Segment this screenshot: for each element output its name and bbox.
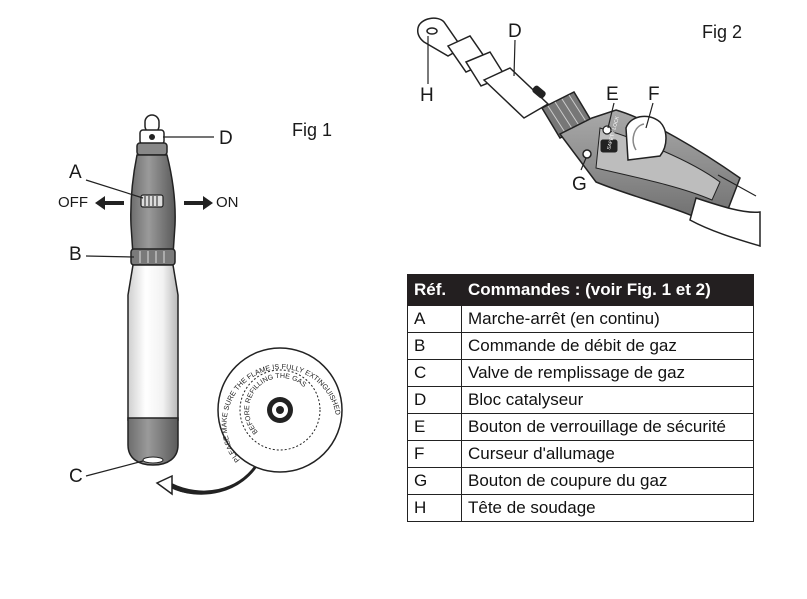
header-controls: Commandes : (voir Fig. 1 et 2): [461, 274, 754, 306]
fig2-drawing: SAFETY LOCK: [417, 17, 761, 248]
row-ref: E: [407, 413, 462, 441]
curved-arrow: [168, 460, 263, 496]
fig2-title: Fig 2: [702, 22, 743, 42]
row-ref: A: [407, 305, 462, 333]
fig2-label-d: D: [508, 21, 522, 42]
fig2-label-f: F: [648, 84, 660, 105]
row-ref: F: [407, 440, 462, 468]
row-ref: D: [407, 386, 462, 414]
gas-flow-ring: [130, 248, 176, 266]
catalyst-tip: [136, 114, 168, 156]
row-description: Bouton de coupure du gaz: [461, 467, 754, 495]
row-description: Tête de soudage: [461, 494, 754, 522]
bottom-cap: [127, 417, 179, 466]
row-ref: B: [407, 332, 462, 360]
table-header-row: Réf. Commandes : (voir Fig. 1 et 2): [407, 274, 754, 306]
on-label: ON: [216, 194, 239, 211]
off-label: OFF: [58, 194, 88, 211]
header-ref: Réf.: [407, 274, 462, 306]
main-body: [127, 264, 179, 421]
on-off-switch: [140, 194, 164, 208]
fig2-label-g: G: [572, 174, 587, 195]
row-description: Bloc catalyseur: [461, 386, 754, 414]
fig2-label-h: H: [420, 85, 434, 106]
fig1-label-a: A: [69, 162, 82, 183]
row-description: Commande de débit de gaz: [461, 332, 754, 360]
fig2-label-e: E: [606, 84, 619, 105]
row-description: Valve de remplissage de gaz: [461, 359, 754, 387]
fig1-title: Fig 1: [292, 120, 333, 140]
row-description: Bouton de verrouillage de sécurité: [461, 413, 754, 441]
row-ref: G: [407, 467, 462, 495]
on-arrow: [184, 196, 213, 210]
row-ref: H: [407, 494, 462, 522]
fig1-label-c: C: [69, 466, 83, 487]
row-ref: C: [407, 359, 462, 387]
row-description: Marche-arrêt (en continu): [461, 305, 754, 333]
off-arrow: [95, 196, 124, 210]
refill-seal: PLEASE MAKE SURE THE FLAME IS FULLY EXTI…: [217, 347, 343, 473]
fig1-label-d: D: [219, 128, 233, 149]
fig1-label-b: B: [69, 244, 82, 265]
row-description: Curseur d'allumage: [461, 440, 754, 468]
